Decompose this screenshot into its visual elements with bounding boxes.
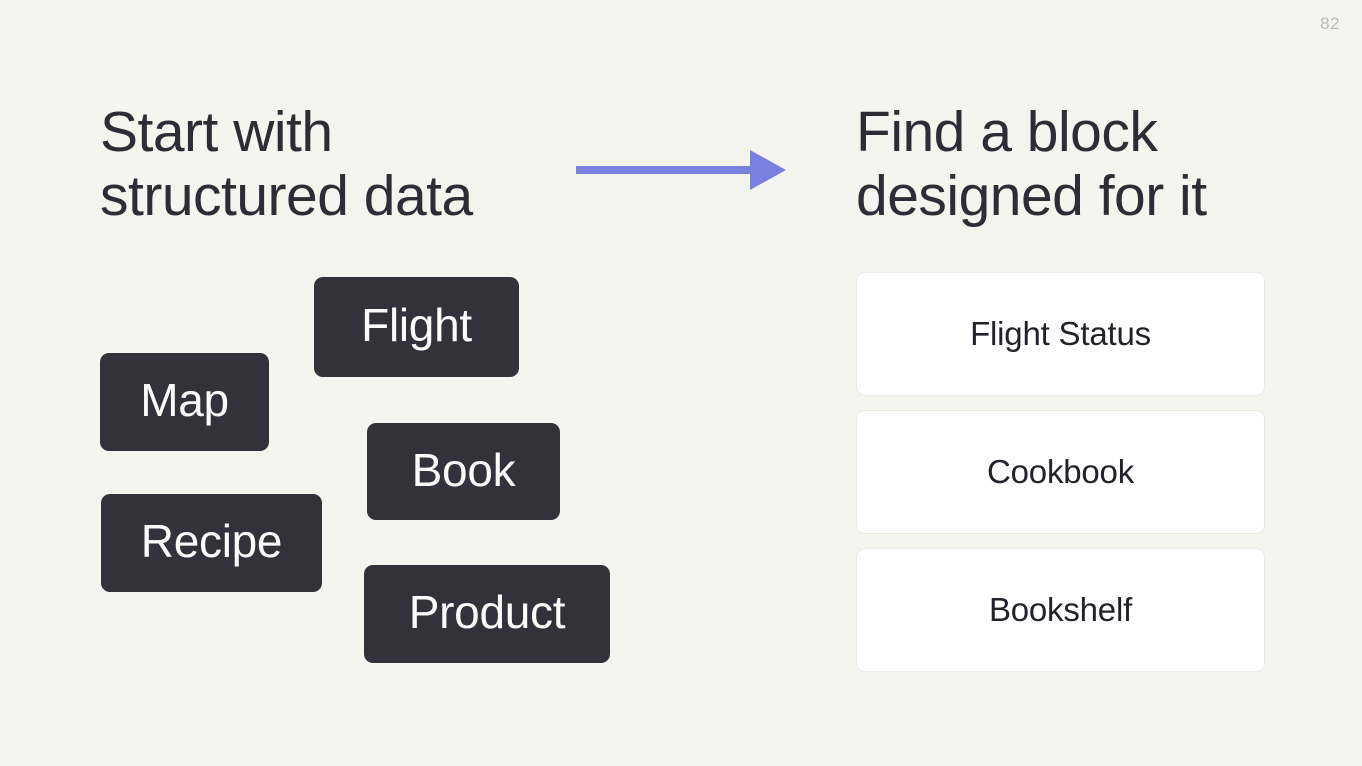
block-card-flight-status[interactable]: Flight Status <box>856 272 1265 396</box>
page-number: 82 <box>1320 14 1340 33</box>
data-type-chip-product[interactable]: Product <box>364 565 610 663</box>
data-type-chip-map[interactable]: Map <box>100 353 269 451</box>
block-card-cookbook[interactable]: Cookbook <box>856 410 1265 534</box>
data-type-chip-book[interactable]: Book <box>367 423 560 520</box>
data-type-chip-recipe[interactable]: Recipe <box>101 494 322 592</box>
arrow-right-icon <box>576 148 788 192</box>
left-heading: Start with structured data <box>100 100 473 228</box>
data-type-chip-flight[interactable]: Flight <box>314 277 519 377</box>
block-card-bookshelf[interactable]: Bookshelf <box>856 548 1265 672</box>
right-heading: Find a block designed for it <box>856 100 1207 228</box>
